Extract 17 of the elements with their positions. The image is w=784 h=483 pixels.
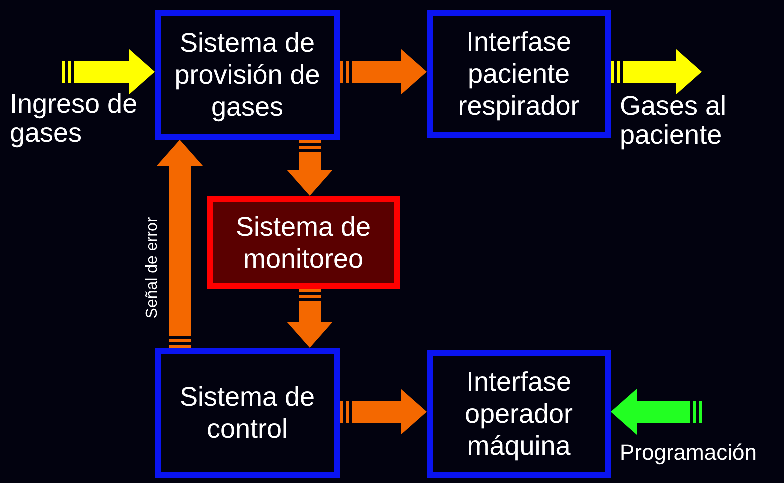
block-arrow: [62, 49, 155, 95]
block-arrow: [611, 389, 702, 435]
block-arrow: [157, 140, 203, 348]
edge-label: Gases al paciente: [620, 92, 728, 150]
monitor-box: Sistema de monitoreo: [207, 196, 400, 289]
edge-label: Programación: [620, 440, 757, 466]
edge-label: Señal de error: [144, 216, 162, 321]
process-box: Interfase operador máquina: [427, 350, 611, 478]
block-arrow: [340, 389, 427, 435]
block-arrow: [611, 49, 702, 95]
process-box: Interfase paciente respirador: [427, 10, 611, 138]
block-arrow: [340, 49, 427, 95]
edge-label: Ingreso de gases: [10, 90, 139, 148]
block-arrow: [287, 289, 333, 348]
process-box: Sistema de provisión de gases: [155, 10, 340, 140]
process-box: Sistema de control: [155, 348, 340, 478]
block-arrow: [287, 140, 333, 196]
